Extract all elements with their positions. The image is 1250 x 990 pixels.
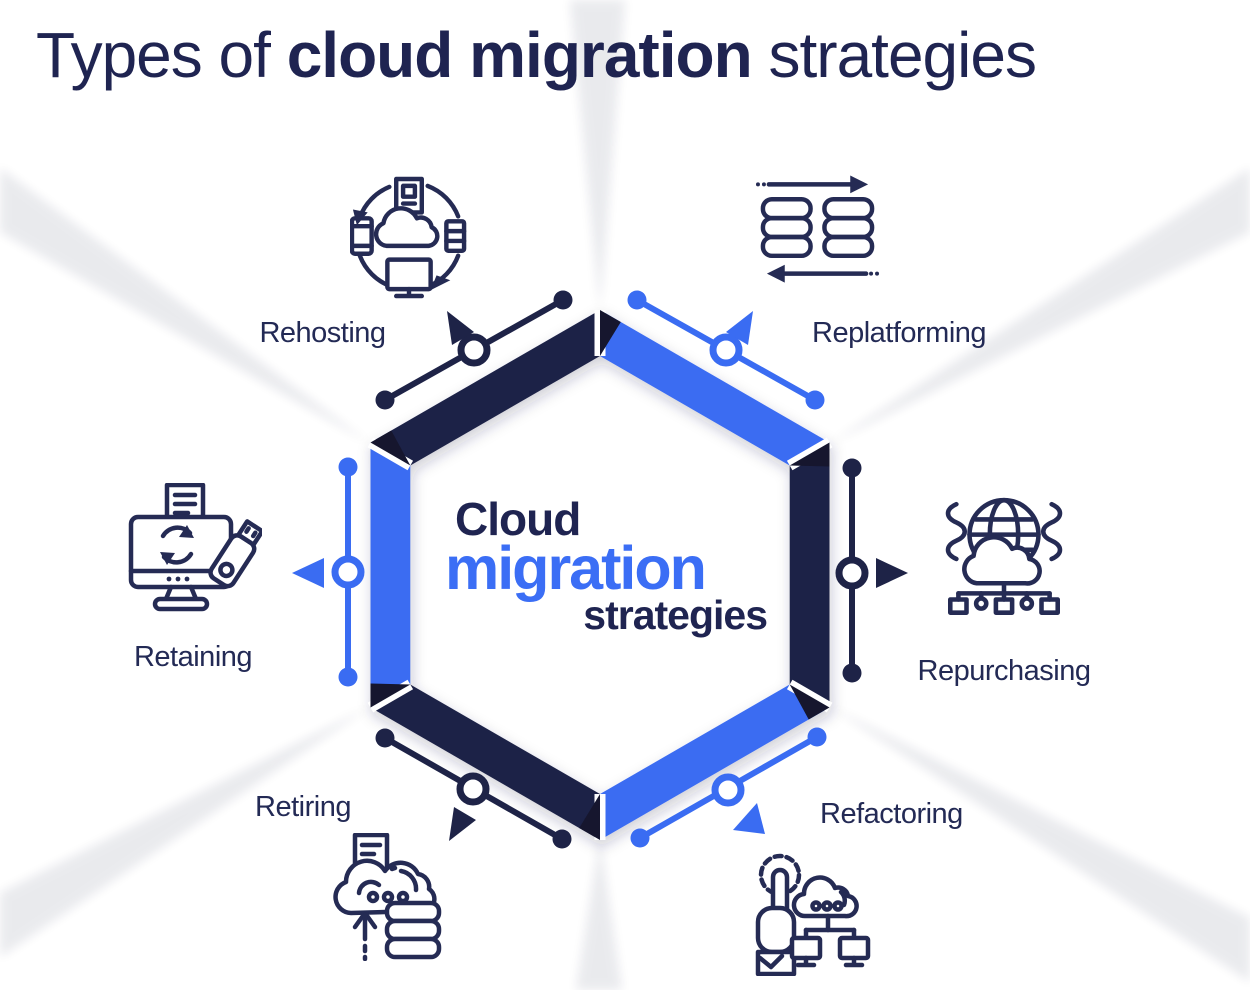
center-line-cloud: Cloud <box>455 493 581 545</box>
hexagon-edge-bottom-right <box>600 684 830 840</box>
hexagon-edge-top-left <box>370 310 600 466</box>
hexagon-center-title: Cloud migration strategies <box>445 493 768 638</box>
title-prefix: Types of <box>36 19 287 91</box>
center-line-migration: migration <box>445 534 707 602</box>
strategy-label-repurchasing: Repurchasing <box>917 655 1091 687</box>
title-highlight: cloud migration <box>286 19 753 91</box>
connector-rehosting <box>375 290 573 410</box>
arrow-replatforming <box>726 311 753 345</box>
hand-gear-cloud-network-icon <box>755 853 871 976</box>
page-title: Types of cloud migration strategies <box>36 18 1226 92</box>
connector-replatforming <box>627 290 825 410</box>
connector-repurchasing <box>835 458 908 683</box>
hexagon-edge-bottom-left <box>370 684 600 840</box>
cycle-devices-icon <box>350 176 467 299</box>
hexagon-ribbon <box>367 310 833 840</box>
connector-retiring <box>375 728 572 849</box>
arrow-retaining <box>292 558 324 588</box>
connector-retaining <box>292 457 365 687</box>
arrow-retiring <box>449 807 476 841</box>
center-line-strategies: strategies <box>583 592 768 638</box>
strategy-label-refactoring: Refactoring <box>820 798 963 830</box>
hexagon-edge-right <box>789 442 830 708</box>
strategy-label-replatforming: Replatforming <box>812 317 987 349</box>
connector-refactoring <box>630 727 827 848</box>
strategy-label-retiring: Retiring <box>255 791 351 823</box>
arrow-rehosting <box>447 311 474 345</box>
globe-cloud-network-icon <box>945 497 1063 615</box>
strategy-label-retaining: Retaining <box>133 641 253 673</box>
strategy-label-rehosting: Rehosting <box>259 317 386 349</box>
arrow-refactoring <box>733 803 765 834</box>
arrow-repurchasing <box>876 558 908 588</box>
hexagon-fold-wedges <box>370 310 830 840</box>
monitor-refresh-usb-icon <box>128 483 262 612</box>
hexagon-edge-left <box>370 442 411 708</box>
hexagon-edge-top-right <box>600 310 830 466</box>
database-transfer-icon <box>755 175 880 283</box>
title-suffix: strategies <box>751 19 1036 91</box>
cloud-database-upload-icon <box>333 833 442 961</box>
